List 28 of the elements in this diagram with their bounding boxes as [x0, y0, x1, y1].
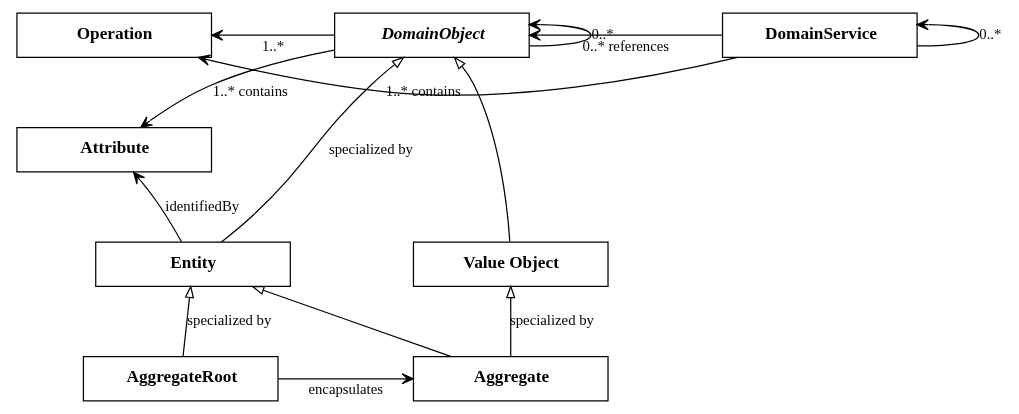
edge-label: identifiedBy	[165, 197, 240, 214]
arrow	[211, 29, 336, 41]
edge-label: 0..*	[979, 26, 1002, 43]
arrow	[133, 171, 183, 243]
arrow	[453, 56, 511, 243]
node-box: Value Object	[412, 241, 609, 288]
arrow	[220, 56, 405, 243]
arrow	[197, 54, 739, 96]
edge-label: specialized by	[328, 140, 413, 157]
arrow	[182, 284, 195, 358]
arrow	[506, 284, 516, 358]
arrow	[140, 49, 335, 129]
arrow	[277, 373, 414, 385]
edge-label: encapsulates	[308, 381, 384, 398]
arrow	[916, 19, 980, 47]
arrow	[250, 285, 452, 358]
edge-label: 1..* contains	[212, 83, 288, 100]
node-box: DomainObject	[334, 12, 530, 58]
node-box: AggregateRoot	[82, 356, 279, 402]
node-box: Aggregate	[412, 356, 609, 402]
arrow	[528, 19, 592, 47]
edge-label: 1..*	[261, 37, 285, 54]
edge-label: specialized by	[187, 312, 272, 329]
node-box: DomainService	[721, 12, 918, 58]
arrow	[528, 29, 723, 41]
node-box: Operation	[16, 12, 213, 58]
node-box: Entity	[95, 241, 291, 288]
node-box: Attribute	[16, 126, 213, 173]
